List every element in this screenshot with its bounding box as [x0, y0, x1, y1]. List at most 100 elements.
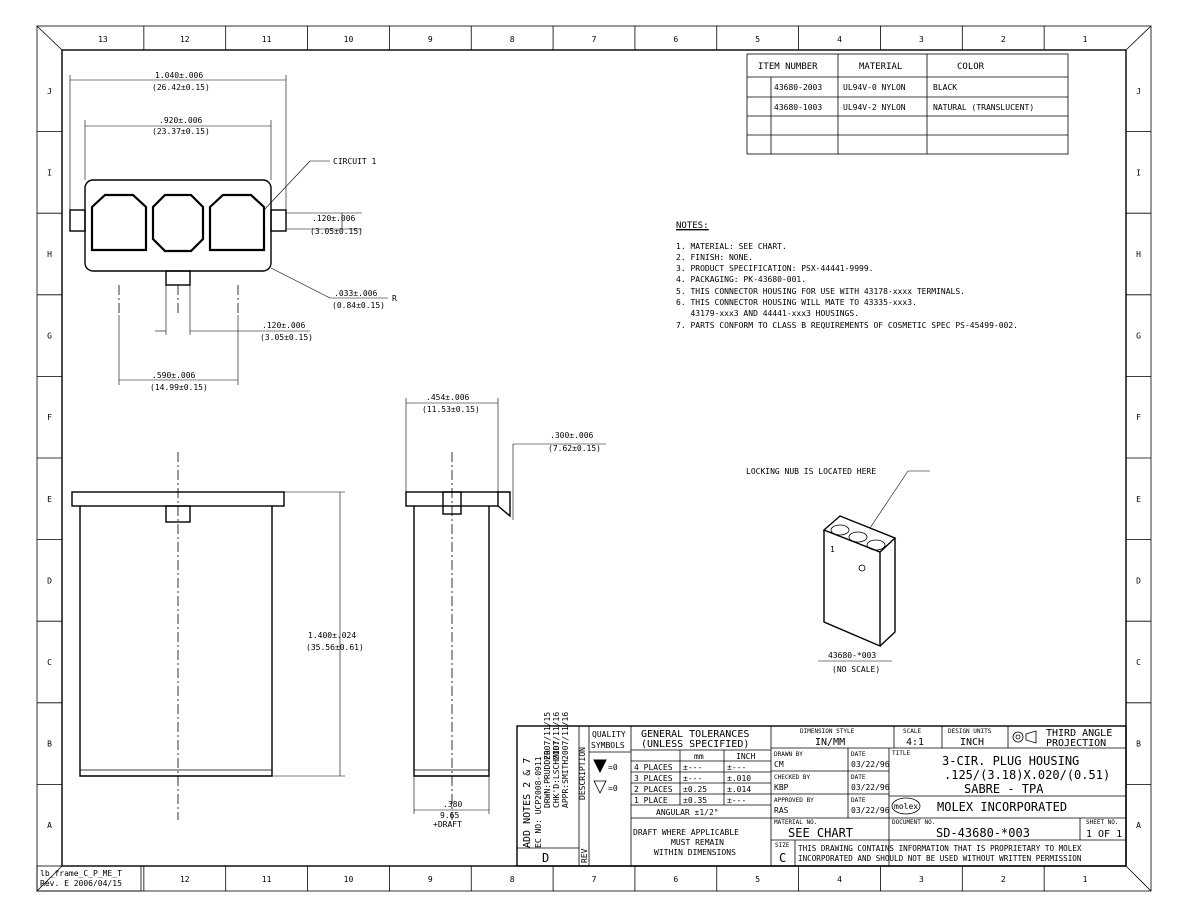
dim-height: 1.400±.024 — [308, 631, 356, 640]
revision-checked-date: 2007/11/16 — [552, 712, 561, 760]
column-zone-label: 5 — [755, 35, 760, 44]
note-item: 2. FINISH: NONE. — [676, 253, 753, 262]
column-zone-label: 12 — [180, 35, 190, 44]
dim-nub-mm: (7.62±0.15) — [548, 444, 601, 453]
size-value: C — [779, 851, 786, 865]
approved-by: RAS — [774, 806, 789, 815]
approved-date-label: DATE — [851, 797, 866, 804]
column-zone-label: 4 — [837, 875, 842, 884]
proprietary-notice: THIS DRAWING CONTAINS INFORMATION THAT I… — [798, 844, 1082, 853]
row-zone-label: H — [47, 250, 52, 259]
document-number: SD-43680-*003 — [936, 826, 1030, 840]
bom-cell: NATURAL (TRANSLUCENT) — [933, 103, 1034, 112]
row-zone-label: I — [47, 168, 52, 177]
drawn-date-label: DATE — [851, 751, 866, 758]
dim-cavity-width-mm: (23.37±0.15) — [152, 127, 210, 136]
tolerance-cell: 2 PLACES — [634, 785, 673, 794]
dim-nub: .300±.006 — [550, 431, 594, 440]
column-zone-label: 5 — [755, 875, 760, 884]
column-zone-label: 13 — [98, 35, 108, 44]
drawing-title-line1: 3-CIR. PLUG HOUSING — [942, 754, 1079, 768]
draft-note: DRAFT WHERE APPLICABLE — [633, 828, 739, 837]
column-zone-label: 2 — [1001, 35, 1006, 44]
front-view: 1.040±.006 (26.42±0.15) .920±.006 (23.37… — [69, 71, 397, 392]
drawn-by: CM — [774, 760, 784, 769]
column-zone-label: 6 — [673, 875, 678, 884]
tolerance-cell: ±--- — [727, 796, 746, 805]
revision-approved: APPR:SMITH — [561, 760, 570, 808]
iso-circuit-label: 1 — [830, 545, 835, 554]
design-units: INCH — [960, 737, 984, 748]
note-item: 4. PACKAGING: PK-43680-001. — [676, 275, 806, 284]
frame-rev: Rev. E 2006/04/15 — [40, 879, 122, 888]
note-item: 5. THIS CONNECTOR HOUSING FOR USE WITH 4… — [676, 287, 965, 296]
drawing-title-line2: .125/(3.18)X.020/(0.51) — [944, 768, 1110, 782]
material-label: MATERIAL NO. — [774, 819, 817, 826]
row-zone-label: A — [47, 821, 52, 830]
dim-overall-width: 1.040±.006 — [155, 71, 203, 80]
row-zone-label: D — [1136, 576, 1141, 585]
approved-by-label: APPROVED BY — [774, 797, 814, 804]
note-item: 6. THIS CONNECTOR HOUSING WILL MATE TO 4… — [676, 298, 917, 307]
bom-cell: BLACK — [933, 83, 957, 92]
approved-date: 03/22/96 — [851, 806, 890, 815]
row-zone-label: F — [1136, 413, 1141, 422]
checked-by: KBP — [774, 783, 789, 792]
row-zone-label: B — [1136, 740, 1141, 749]
quality-row: =0 — [608, 763, 618, 772]
iso-part-number: 43680-*003 — [828, 651, 876, 660]
dim-bottom-draft: +DRAFT — [433, 820, 462, 829]
row-zone-label: J — [1136, 87, 1141, 96]
checked-by-label: CHECKED BY — [774, 774, 811, 781]
column-zone-label: 1 — [1083, 875, 1088, 884]
dim-bottom-width: .380 — [443, 800, 462, 809]
notes-heading: NOTES: — [676, 221, 709, 231]
revision-drawn: DRWN:PRUDDER — [543, 750, 552, 808]
column-zone-label: 9 — [428, 35, 433, 44]
drawn-by-label: DRAWN BY — [774, 751, 803, 758]
quality-triangle-outline-icon — [593, 780, 607, 794]
dim-overall-width-mm: (26.42±0.15) — [152, 83, 210, 92]
tolerance-cell: 1 PLACE — [634, 796, 668, 805]
column-zone-label: 4 — [837, 35, 842, 44]
dim-span-mm: (14.99±0.15) — [150, 383, 208, 392]
revision-checked: CHK'D:LSCHMIDT — [552, 740, 561, 808]
column-zone-label: 1 — [1083, 35, 1088, 44]
frame-name: lb_frame_C_P_ME_T — [40, 869, 122, 878]
title-block: ADD NOTES 2 & 7 EC NO: UCP2008-0911 DRWN… — [516, 712, 1127, 867]
column-zone-label: 6 — [673, 35, 678, 44]
note-item: 3. PRODUCT SPECIFICATION: PSX-44441-9999… — [676, 264, 873, 273]
tolerance-angular: ANGULAR ±1/2° — [656, 808, 719, 817]
row-zone-label: I — [1136, 168, 1141, 177]
revision-description-label: DESCRIPTION — [578, 747, 587, 800]
company-name: MOLEX INCORPORATED — [937, 800, 1067, 814]
dim-height-mm: (35.56±0.61) — [306, 643, 364, 652]
revision-block: ADD NOTES 2 & 7 EC NO: UCP2008-0911 DRWN… — [522, 712, 589, 865]
tolerance-col-inch: INCH — [736, 752, 755, 761]
row-zone-label: C — [47, 658, 52, 667]
quality-title: QUALITY — [592, 730, 626, 739]
tolerance-cell: ±0.35 — [683, 796, 707, 805]
sheet-number: 1 OF 1 — [1086, 829, 1122, 840]
tolerance-cell: ±0.25 — [683, 785, 707, 794]
column-zone-label: 10 — [344, 875, 354, 884]
draft-note: MUST REMAIN — [671, 838, 724, 847]
row-zone-label: G — [47, 332, 52, 341]
revision-label: REV — [580, 848, 589, 863]
dim-span: .590±.006 — [152, 371, 196, 380]
tolerance-cell: 4 PLACES — [634, 763, 673, 772]
revision-description: ADD NOTES 2 & 7 — [522, 758, 533, 848]
projection-line2: PROJECTION — [1046, 738, 1106, 749]
dim-side-width: .454±.006 — [426, 393, 470, 402]
column-zone-label: 11 — [262, 35, 272, 44]
material-value: SEE CHART — [788, 826, 853, 840]
elevation-view: 1.400±.024 (35.56±0.61) — [71, 452, 364, 820]
draft-note: WITHIN DIMENSIONS — [654, 848, 736, 857]
bom-header-material: MATERIAL — [859, 62, 902, 72]
quality-subtitle: SYMBOLS — [591, 741, 625, 750]
bom-header-item: ITEM NUMBER — [758, 62, 818, 72]
bom-header-color: COLOR — [957, 62, 985, 72]
